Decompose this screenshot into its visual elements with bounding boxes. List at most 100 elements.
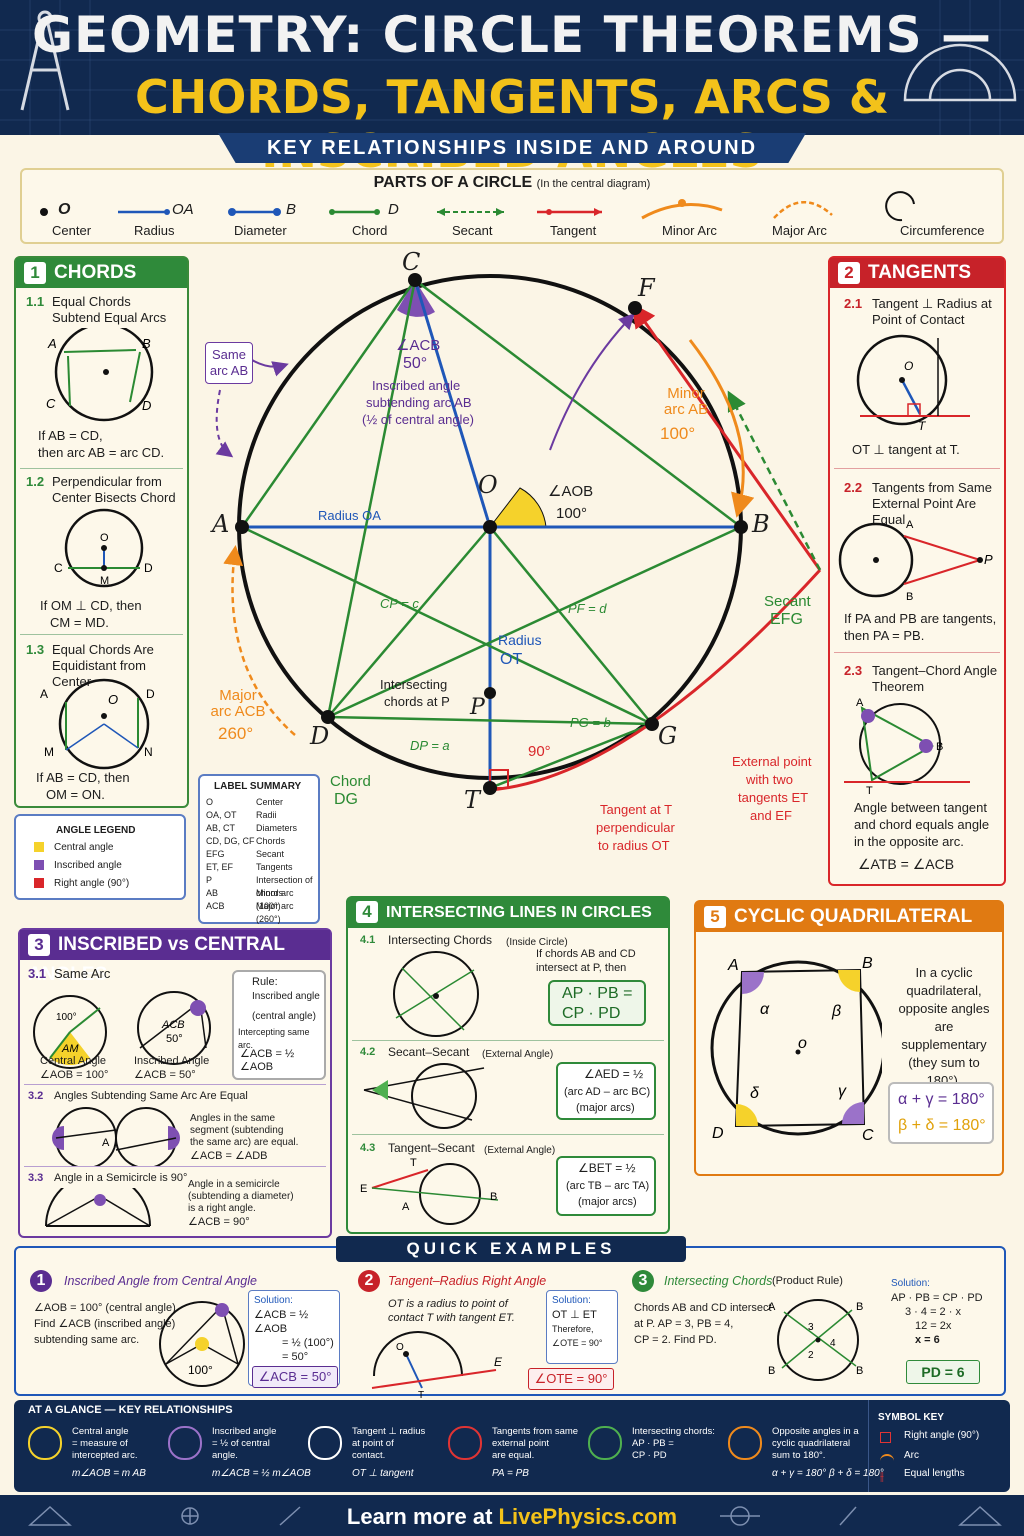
legend-central: Central angle xyxy=(54,842,114,853)
s21-title: Tangent ⊥ Radius at Point of Contact xyxy=(872,296,992,327)
cp-label: CP = c xyxy=(380,596,419,611)
s41-text1: If chords AB and CD xyxy=(536,948,636,960)
same-arc-callout: Same arc AB xyxy=(205,342,253,384)
ex1-p2: Find ∠ACB (inscribed angle) xyxy=(34,1318,176,1330)
ex2-p2: contact T with tangent ET. xyxy=(388,1312,515,1324)
label-summary-key: AB, CT xyxy=(206,823,236,833)
s23-text1: Angle between tangent xyxy=(854,800,987,815)
s21-num: 2.1 xyxy=(844,296,863,311)
s31-central: Central Angle xyxy=(40,1055,107,1067)
ex2-s2: Therefore, xyxy=(552,1324,594,1334)
s21-figure: O T xyxy=(856,334,970,433)
svg-text:A: A xyxy=(40,687,48,701)
glance-panel: AT A GLANCE — KEY RELATIONSHIPS Central … xyxy=(14,1400,1010,1492)
symbol-equal: Equal lengths xyxy=(904,1468,965,1479)
svg-text:A: A xyxy=(906,519,914,531)
svg-text:A: A xyxy=(856,697,864,709)
symbol-equal-icon: ⫲ xyxy=(880,1469,884,1483)
svg-text:D: D xyxy=(712,1125,724,1142)
ext-label4: and EF xyxy=(750,808,792,823)
s12-text2: CM = MD. xyxy=(50,615,109,630)
glance-title: AT A GLANCE — KEY RELATIONSHIPS xyxy=(28,1404,233,1416)
radius-oa-label: Radius OA xyxy=(318,508,381,523)
ex3-title: Intersecting Chords xyxy=(664,1274,773,1288)
compass-icon xyxy=(20,10,70,111)
s13-num: 1.3 xyxy=(26,642,45,657)
glance-line: Central angle xyxy=(72,1426,129,1437)
footer: Learn more at LivePhysics.com xyxy=(0,1495,1024,1536)
s43-eq1: ∠BET = ½ xyxy=(578,1161,636,1175)
symbol-arc: Arc xyxy=(904,1450,919,1461)
right-angle-label: 90° xyxy=(528,743,551,760)
s43-eq3: (major arcs) xyxy=(578,1196,637,1208)
legend-inscribed: Inscribed angle xyxy=(54,860,122,871)
ex3-s4: x = 6 xyxy=(915,1334,940,1346)
label-summary-value: Chords xyxy=(256,836,286,846)
s11-num: 1.1 xyxy=(26,294,45,309)
ex1-figure: 100° xyxy=(159,1301,245,1387)
cyclic-eq-box: α + γ = 180° β + δ = 180° xyxy=(888,1082,994,1144)
pt-b: B xyxy=(752,510,770,538)
glance-line: at point of xyxy=(352,1438,394,1449)
s31-inscribed: Inscribed Angle xyxy=(134,1055,210,1067)
s32-text1: Angles in the same xyxy=(190,1113,276,1124)
s42-eq1: ∠AED = ½ xyxy=(584,1067,644,1081)
quick-panel: QUICK EXAMPLES 1 Inscribed Angle from Ce… xyxy=(14,1236,1006,1398)
intersect-label2: chords at P xyxy=(384,694,450,709)
label-summary-key: AB xyxy=(206,888,219,898)
footer-link[interactable]: LivePhysics.com xyxy=(498,1504,678,1529)
ex1-sol-title: Solution: xyxy=(254,1295,293,1306)
label-summary-value: Minor arc (100°) xyxy=(256,888,294,911)
s42-num: 4.2 xyxy=(360,1046,376,1058)
glance-line: Tangents from same xyxy=(492,1426,579,1437)
glance-circle-icon xyxy=(308,1426,342,1460)
pt-o: O xyxy=(478,471,498,499)
svg-text:A: A xyxy=(402,1201,410,1213)
s33-text1: Angle in a semicircle xyxy=(188,1179,280,1190)
cyclic-text-line: In a cyclic xyxy=(915,965,973,980)
s31-rule-eq: ∠ACB = ½ ∠AOB xyxy=(240,1048,295,1073)
s23-figure: ABT xyxy=(844,697,970,794)
s32-eq: ∠ACB = ∠ADB xyxy=(190,1150,268,1162)
inscribed-num: 3 xyxy=(28,934,50,956)
footer-decor xyxy=(28,1505,1002,1526)
svg-text:3: 3 xyxy=(808,1322,814,1333)
svg-text:M: M xyxy=(44,745,54,759)
glance-line: intercepted arc. xyxy=(72,1450,138,1461)
ex1-num: 1 xyxy=(30,1270,52,1292)
ex1-p1: ∠AOB = 100° (central angle) xyxy=(34,1302,176,1314)
parts-label-circumference: Circumference xyxy=(900,223,985,238)
label-summary-key: O xyxy=(206,797,214,807)
svg-text:N: N xyxy=(144,745,153,759)
pg-label: PG = b xyxy=(570,715,611,730)
parts-glyph-chord: D xyxy=(388,201,399,218)
glance-eq: α + γ = 180° β + δ = 180° xyxy=(772,1468,884,1479)
parts-glyph-diameter: B xyxy=(286,201,297,218)
cyclic-text-line: are supplementary xyxy=(901,1019,987,1052)
parts-label-major-arc: Major Arc xyxy=(772,223,827,238)
central-diagram xyxy=(215,273,822,795)
svg-text:T: T xyxy=(410,1157,417,1169)
s23-title: Tangent–Chord Angle Theorem xyxy=(872,663,998,694)
s32-figure: A xyxy=(52,1107,180,1166)
s32-text3: the same arc) are equal. xyxy=(190,1137,299,1148)
s41-text2: intersect at P, then xyxy=(536,962,627,974)
radius-ot-label1: Radius xyxy=(498,632,542,648)
s11-text1: If AB = CD, xyxy=(38,428,103,443)
label-summary-value: Radii xyxy=(256,810,277,820)
s23-text2: and chord equals angle xyxy=(854,817,990,832)
ex1-s2: = ½ (100°) xyxy=(282,1337,334,1349)
symbol-arc-icon xyxy=(880,1454,894,1462)
s33-eq: ∠ACB = 90° xyxy=(188,1216,250,1228)
s11-text2: then arc AB = arc CD. xyxy=(38,445,165,460)
quick-title: QUICK EXAMPLES xyxy=(336,1236,686,1262)
svg-text:A: A xyxy=(768,1301,776,1313)
pt-g: G xyxy=(658,722,678,750)
major-arc-label: Major arc ACB xyxy=(210,687,266,720)
svg-text:γ: γ xyxy=(838,1083,847,1100)
s33-figure xyxy=(45,1188,151,1227)
